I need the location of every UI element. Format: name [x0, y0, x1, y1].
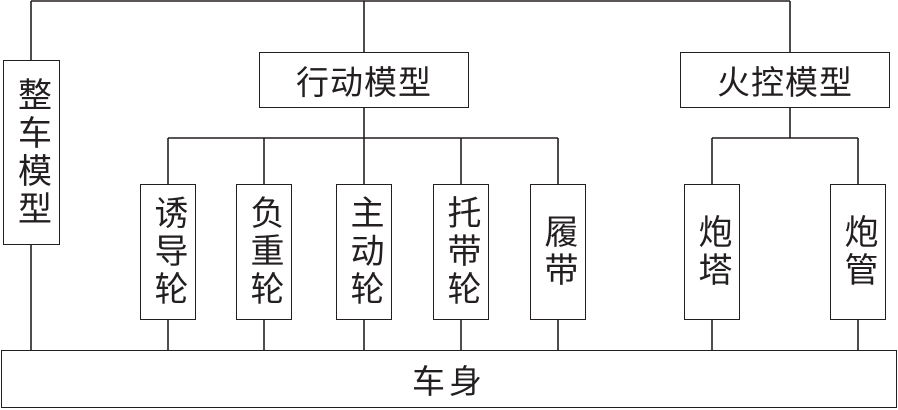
node-hull: 车身 — [1, 350, 897, 408]
node-whole-vehicle-model: 整车模型 — [3, 60, 60, 245]
node-idler-wheel: 诱导轮 — [140, 184, 196, 320]
node-track: 履带 — [530, 184, 586, 320]
node-support-roller: 托带轮 — [433, 184, 489, 320]
node-turret: 炮塔 — [684, 184, 740, 320]
node-gun-barrel: 炮管 — [830, 184, 886, 320]
node-fire-control-model: 火控模型 — [680, 52, 890, 108]
node-drive-sprocket: 主动轮 — [336, 184, 392, 320]
node-road-wheel: 负重轮 — [236, 184, 292, 320]
node-motion-model: 行动模型 — [259, 52, 469, 108]
